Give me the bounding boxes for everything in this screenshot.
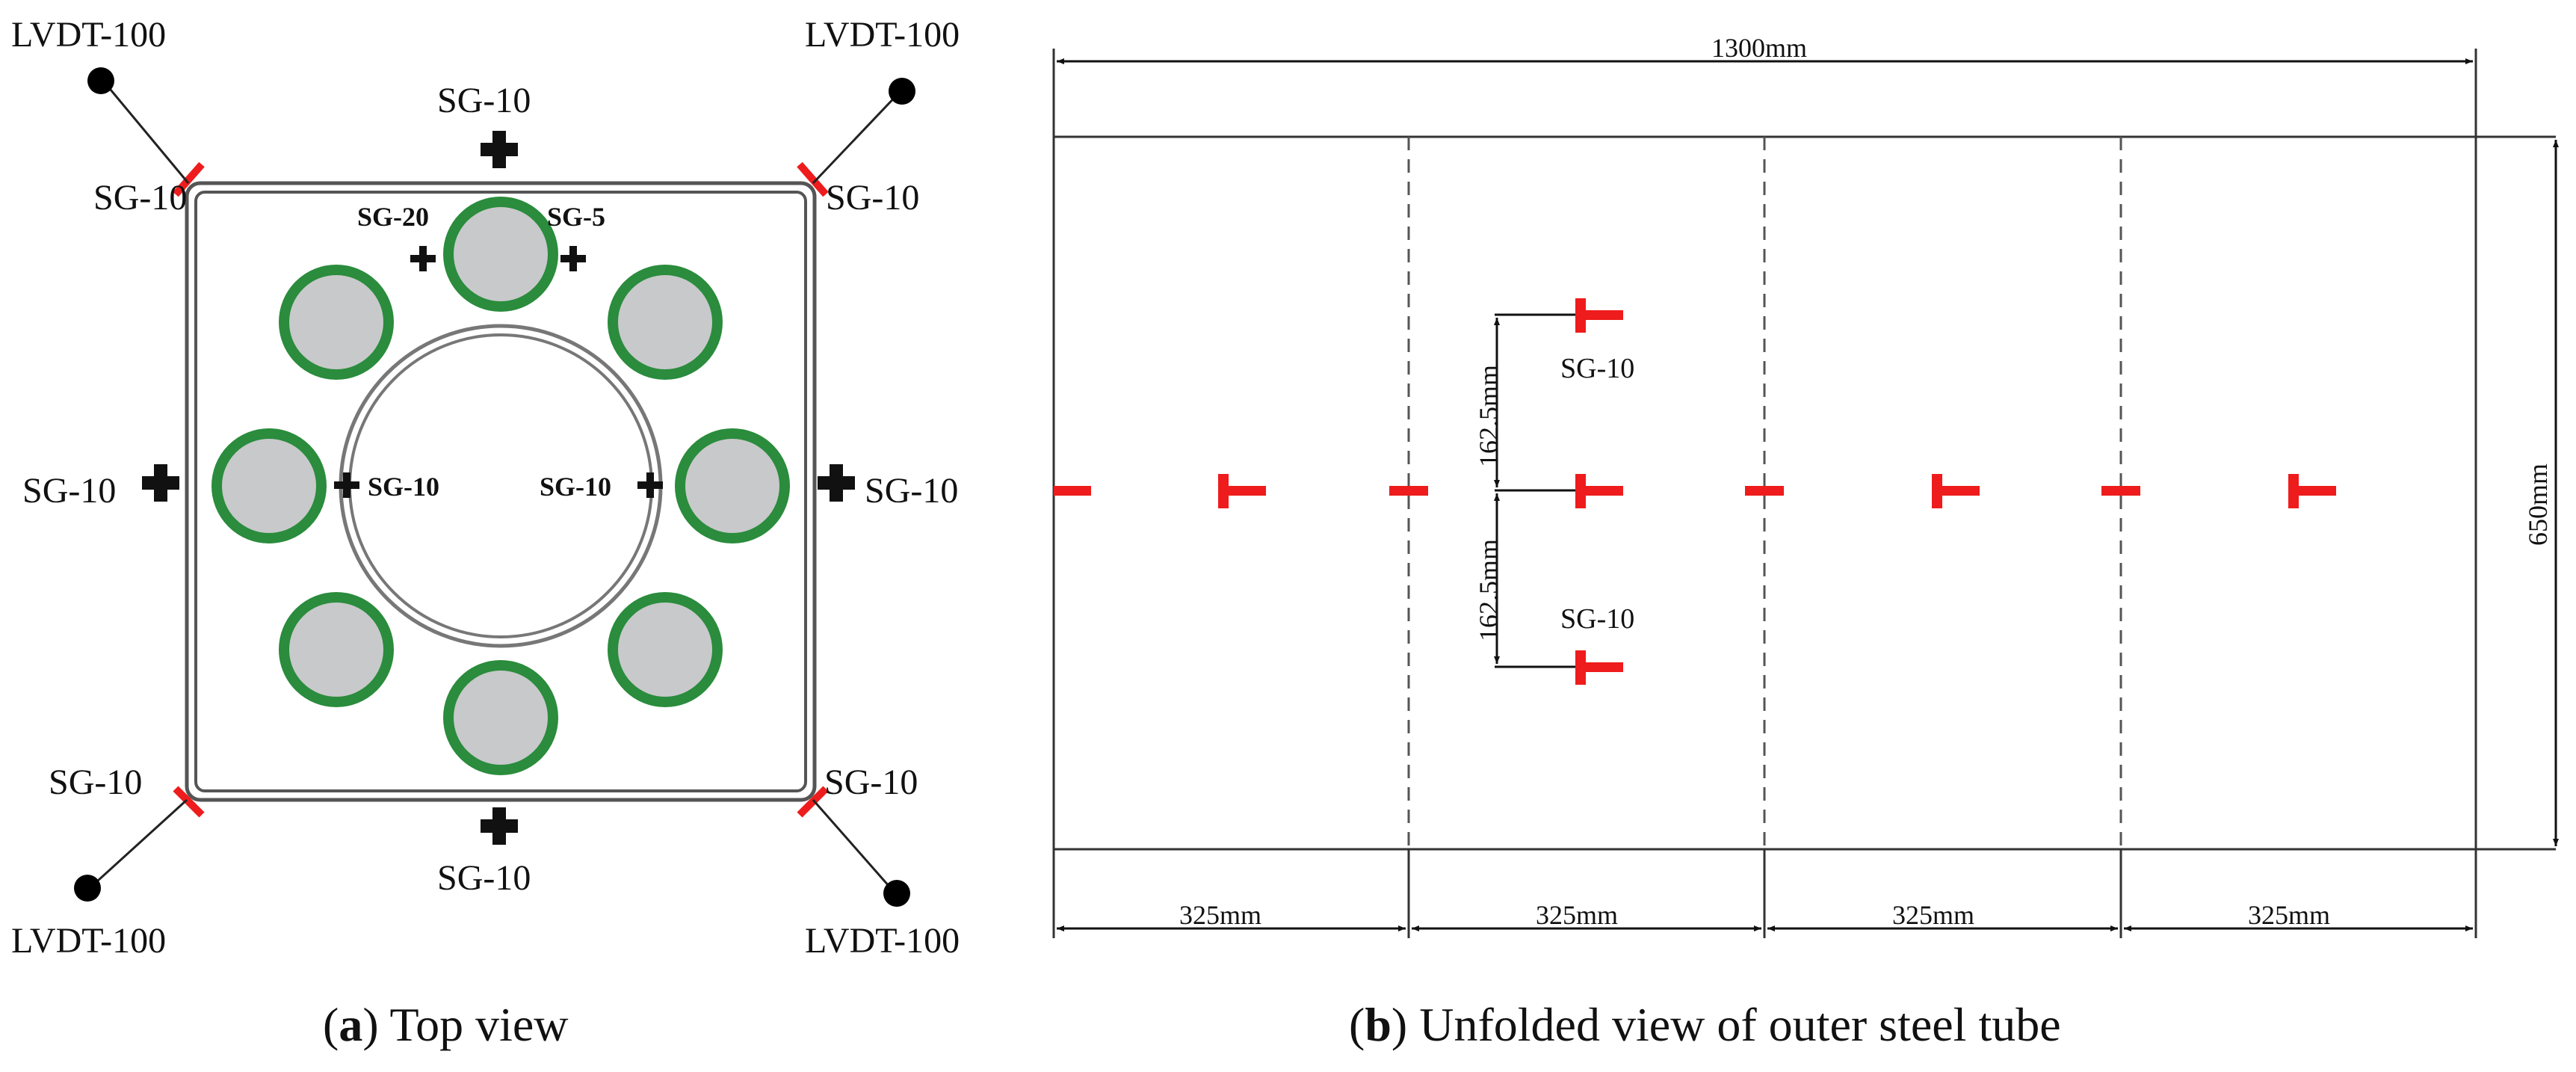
label-sg10-corner-top-right: SG-10	[826, 178, 919, 218]
label-lvdt-top-left: LVDT-100	[11, 15, 166, 55]
gauge-tee-face-2-lower	[1575, 650, 1623, 685]
label-sg10-left-rosette: SG-10	[22, 471, 116, 511]
gauge-tee-face-1	[1218, 474, 1266, 508]
gauge-dash-fold-3	[2101, 486, 2140, 496]
panel-a-top-view: LVDT-100 LVDT-100 LVDT-100 LVDT-100 SG-1…	[11, 15, 960, 1051]
strain-rosette-bottom	[481, 807, 518, 845]
gauge-dash-fold-1	[1389, 486, 1428, 496]
label-sg10-upper: SG-10	[1560, 353, 1634, 384]
label-sg10-top-rosette: SG-10	[437, 81, 531, 120]
gauge-tee-face-2-mid	[1575, 474, 1623, 508]
dim-seg-3-label: 325mm	[1892, 900, 1974, 930]
strain-rosette-right	[818, 464, 855, 502]
small-tube-upper-left	[279, 265, 394, 380]
gauge-tee-face-2-upper	[1575, 298, 1623, 333]
red-gauges	[1054, 298, 2336, 685]
label-lvdt-bottom-left: LVDT-100	[11, 921, 166, 961]
small-steel-tubes	[211, 197, 790, 775]
small-rosette-sg20	[410, 246, 436, 271]
label-lvdt-bottom-right: LVDT-100	[805, 921, 960, 961]
corner-gauge-bottom-left	[173, 786, 205, 818]
label-sg10-inner-right: SG-10	[540, 472, 611, 502]
label-sg10-inner-left: SG-10	[368, 472, 439, 502]
caption-b: (b) Unfolded view of outer steel tube	[1349, 998, 2061, 1051]
strain-rosette-top	[481, 131, 518, 168]
label-sg10-bottom-rosette: SG-10	[437, 858, 531, 898]
label-sg10-corner-bottom-right: SG-10	[824, 763, 918, 802]
panel-b-unfolded-view: 1300mm 650mm 325mm 325mm 325mm 325mm 162…	[1052, 33, 2559, 1051]
small-tube-right	[675, 428, 790, 543]
outer-steel-tube-outer-edge	[185, 181, 817, 802]
small-rosette-inner-right	[637, 472, 663, 498]
small-rosette-sg5	[560, 246, 586, 271]
dim-height-label: 650mm	[2523, 463, 2553, 546]
small-tube-lower-left	[279, 592, 394, 707]
small-tube-upper-right	[608, 265, 723, 380]
dim-width-label: 1300mm	[1711, 33, 1807, 63]
small-rosette-inner-left	[334, 472, 359, 498]
outer-steel-tube-inner-edge	[194, 191, 807, 792]
label-sg10-corner-bottom-left: SG-10	[49, 763, 142, 802]
gauge-tee-face-3	[1932, 474, 1980, 508]
gauge-dash-fold-2	[1745, 486, 1784, 496]
strain-rosette-left	[142, 464, 179, 502]
lvdt-bottom-right	[812, 799, 910, 907]
label-sg10-right-rosette: SG-10	[865, 471, 958, 511]
dim-lower-162-label: 162.5mm	[1474, 539, 1504, 641]
lvdt-top-left	[87, 67, 190, 184]
corner-gauge-top-right	[797, 161, 829, 197]
gauge-dash-edge-left	[1054, 486, 1091, 496]
dim-seg-2-label: 325mm	[1536, 900, 1618, 930]
label-lvdt-top-right: LVDT-100	[805, 15, 960, 55]
lvdt-top-right	[812, 78, 915, 185]
lvdt-bottom-left	[74, 798, 188, 902]
label-sg10-corner-top-left: SG-10	[93, 178, 187, 218]
label-sg20: SG-20	[357, 202, 429, 232]
small-tube-left	[211, 428, 327, 543]
caption-a: (a) Top view	[323, 998, 569, 1051]
dim-seg-1-label: 325mm	[1179, 900, 1261, 930]
small-tube-lower-right	[608, 592, 723, 707]
corner-gauge-top-left	[173, 161, 205, 197]
dim-upper-162-label: 162.5mm	[1474, 365, 1504, 467]
corner-gauge-bottom-right	[797, 786, 829, 818]
label-sg10-lower: SG-10	[1560, 603, 1634, 635]
gauge-tee-face-4	[2288, 474, 2336, 508]
small-tube-bottom	[443, 660, 558, 775]
label-sg5: SG-5	[547, 202, 605, 232]
dim-seg-4-label: 325mm	[2248, 900, 2330, 930]
small-tube-top	[443, 197, 558, 312]
